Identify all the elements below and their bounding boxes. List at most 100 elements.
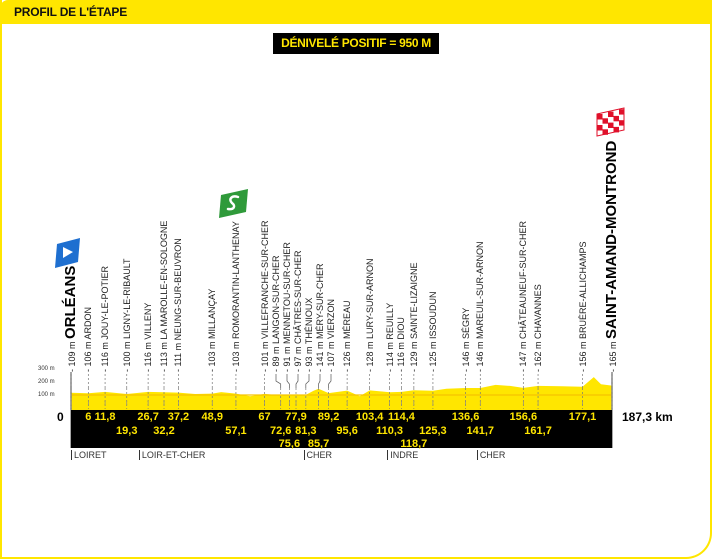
town-altitude: - 103 m [207,338,218,372]
town-label: - 147 m CHÂTEAUNEUF-SUR-CHER [518,221,528,372]
km-label: 110,3 [376,425,404,437]
start-arrow-icon [63,247,73,258]
town-label: - 116 m JOUY-LE-POTIER [100,266,110,372]
town-label: - 116 m VILLENY [143,303,153,372]
town-label: - 129 m SAINTE-LIZAIGNE [409,262,419,372]
town-name: SÉGRY [460,307,471,339]
checker-square [619,125,625,132]
checker-square [597,119,603,125]
town-name: ORLÉANS [62,265,79,339]
town-label: - 103 m MILLANÇAY [207,289,217,372]
town-name: CHAVANNES [533,284,544,339]
town-altitude: - 93 m [304,344,314,372]
finish-flag-icon [597,109,625,136]
km-label: 125,3 [419,425,447,437]
town-name: SAINTE-LIZAIGNE [408,262,419,339]
town-name: BRUÈRE-ALLICHAMPS [577,241,588,339]
km-label: 177,1 [568,411,597,423]
checker-square [597,130,603,136]
distance-band [71,399,612,410]
town-altitude: - 114 m [384,339,395,372]
y-tick-300: 300 m [38,366,55,372]
town-altitude: - 128 m [364,338,375,372]
town-altitude: - 91 m [282,343,292,372]
department-label: CHER [476,450,505,460]
town-name: NEUNG-SUR-BEUVRON [173,238,184,341]
km-label: 26,7 [137,411,159,423]
town-label: - 125 m ISSOUDUN [428,291,438,372]
km-label: 32,2 [153,425,175,437]
town-label: - 156 m BRUÈRE-ALLICHAMPS [578,241,588,372]
checker-square [613,115,619,122]
town-label: - 146 m SÉGRY [461,308,471,372]
km-label: 103,4 [355,411,384,423]
checker-square [608,122,614,129]
km-label: 75,6 [278,438,301,450]
town-altitude: - 116 m [143,339,154,372]
town-altitude: - 147 m [518,338,529,372]
town-label: - 126 m MÉREAU [342,300,352,372]
town-label: - 165 m SAINT-AMAND-MONTROND [603,141,620,372]
elevation-gain-badge: DÉNIVELÉ POSITIF = 950 M [273,33,439,54]
checker-square [608,128,614,134]
checker-square [608,111,614,118]
km-label: 67 [258,411,271,423]
km-label: 19,3 [116,425,138,437]
town-altitude: - 97 m [293,343,303,372]
town-altitude: - 106 m [83,339,94,372]
town-name: LIGNY-LE-RIBAULT [121,258,132,339]
checker-square [619,120,625,126]
km-label: 6 [85,411,92,423]
town-label: - 141 m MÉRY-SUR-CHER [315,263,325,372]
town-altitude: - 107 m [326,338,336,372]
town-altitude: - 116 m [100,339,111,372]
town-label: - 111 m NEUNG-SUR-BEUVRON [173,238,183,372]
department-label: INDRE [387,450,418,460]
town-name: LURY-SUR-ARNON [364,258,375,339]
label-connector [295,374,299,388]
town-altitude: - 103 m [230,338,241,372]
km-bar [71,410,612,448]
start-km-label: 0 [57,410,64,424]
km-label: 141,7 [466,425,495,437]
finish-flag-border [596,107,625,137]
town-name: MÉREAU [342,300,353,339]
distance-label: 187,3 km [622,410,673,424]
town-label: - 89 m LANGON-SUR-CHER [271,255,281,372]
checker-square [602,123,608,130]
km-label: 72,6 [269,425,292,437]
km-label: 48,9 [201,411,223,423]
town-altitude: - 113 m [159,339,169,372]
label-connector [286,374,290,388]
checker-square [608,117,614,123]
town-name: VILLENY [143,302,154,340]
town-altitude: - 165 m [608,338,618,372]
town-altitude: - 156 m [577,338,588,372]
town-label: - 97 m CHÂTRES-SUR-CHER [293,250,303,372]
town-label: - 162 m CHAVANNES [533,284,543,372]
town-name: MENNETOU-SUR-CHER [282,242,292,344]
km-label: 85,7 [307,438,330,450]
town-label: - 109 m ORLÉANS [62,265,79,372]
town-name: DIOU [396,317,407,340]
checker-square [602,118,608,124]
town-label: - 93 m THÉNIOUX [304,298,314,372]
town-altitude: - 162 m [533,338,544,372]
sprint-s-glyph [226,195,240,211]
town-name: LANGON-SUR-CHER [271,255,281,344]
town-name: ROMORANTIN-LANTHENAY [230,221,241,339]
town-label: - 114 m REUILLY [385,303,395,372]
checker-square [613,121,619,127]
town-name: ARDON [83,306,94,340]
checker-square [602,129,608,135]
town-name: MAREUIL-SUR-ARNON [475,241,486,339]
town-altitude: - 100 m [121,338,132,372]
town-name: JOUY-LE-POTIER [100,265,111,340]
km-label: 114,4 [387,411,415,423]
town-name: CHÂTRES-SUR-CHER [293,250,303,344]
y-tick-100: 100 m [38,392,55,398]
y-tick-200: 200 m [38,379,55,385]
